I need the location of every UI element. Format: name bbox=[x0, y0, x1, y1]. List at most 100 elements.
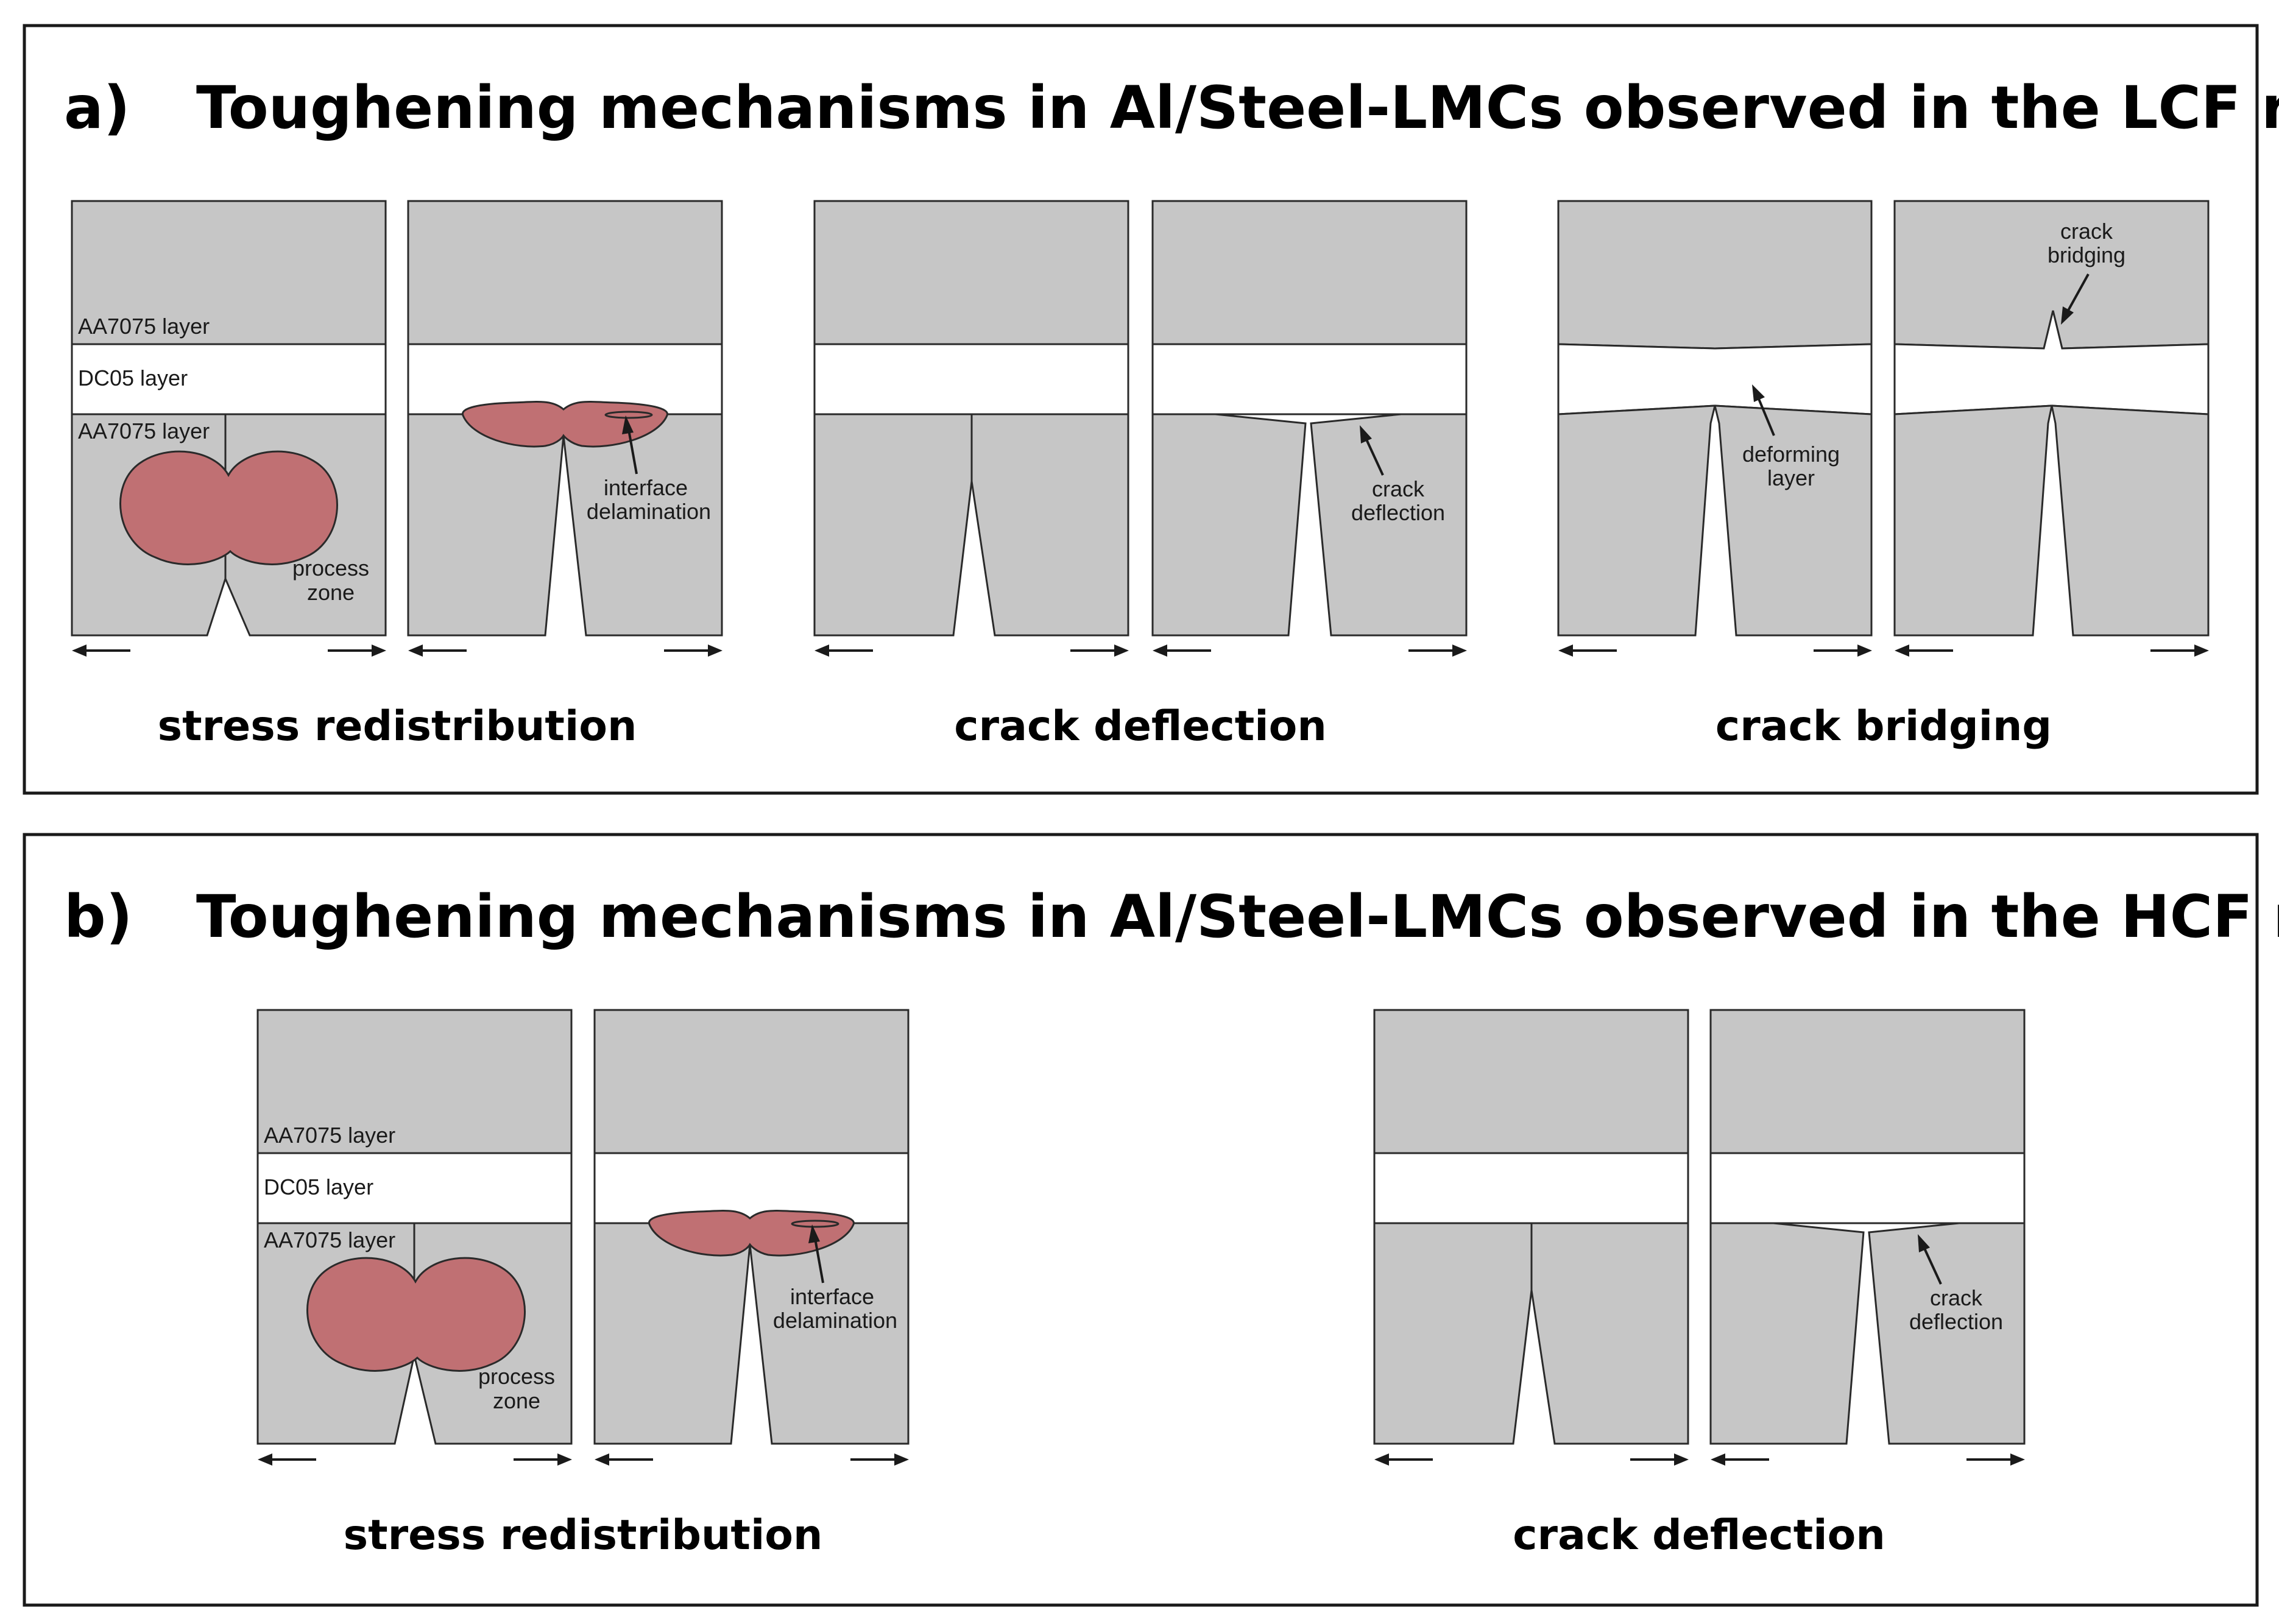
bottom-al-right bbox=[562, 413, 723, 637]
panel-a-title: Toughening mechanisms in Al/Steel-LMCs o… bbox=[196, 74, 2279, 142]
load-arrow-left bbox=[1374, 1453, 1433, 1466]
steel-layer bbox=[1709, 1152, 2026, 1224]
crack-bridging-label-2: bridging bbox=[2048, 242, 2125, 267]
caption-stress-redistribution: stress redistribution bbox=[344, 1511, 823, 1559]
process-zone-label-2: zone bbox=[307, 580, 355, 605]
caption-stress-redistribution: stress redistribution bbox=[158, 702, 637, 750]
load-arrow-right bbox=[1814, 644, 1872, 657]
diagram-b3-crack-tip bbox=[1373, 1009, 1689, 1466]
deforming-layer-label-2: layer bbox=[1767, 465, 1815, 490]
interface-delamination-label-2: delamination bbox=[587, 499, 711, 524]
diagram-a5-deforming-layer: deforming layer bbox=[1557, 200, 1873, 657]
top-al-layer bbox=[1557, 200, 1873, 350]
label-middle-layer: DC05 layer bbox=[264, 1174, 373, 1199]
interface-delamination-label-2: delamination bbox=[773, 1308, 897, 1333]
interface-delamination-label-1: interface bbox=[790, 1284, 874, 1309]
load-arrow-left bbox=[1153, 644, 1211, 657]
delamination-pointer bbox=[808, 1224, 824, 1283]
load-arrow-right bbox=[514, 1453, 572, 1466]
process-zone-label-2: zone bbox=[493, 1388, 540, 1413]
bottom-al-right bbox=[2051, 404, 2210, 637]
process-zone bbox=[119, 450, 338, 565]
panel-a-letter: a) bbox=[64, 74, 130, 142]
bottom-al-right bbox=[1530, 1222, 1689, 1445]
bottom-al-right bbox=[1310, 413, 1468, 637]
steel-layer bbox=[256, 1152, 573, 1224]
crack-deflection-label-2: deflection bbox=[1909, 1309, 2003, 1334]
load-arrow-left bbox=[408, 644, 467, 657]
diagram-a3-crack-tip bbox=[813, 200, 1129, 657]
load-arrow-left bbox=[1895, 644, 1953, 657]
steel-layer bbox=[1373, 1152, 1689, 1224]
steel-layer bbox=[1151, 343, 1468, 415]
load-arrow-right bbox=[2150, 644, 2209, 657]
process-zone-label-1: process bbox=[292, 556, 369, 581]
panel-b-letter: b) bbox=[64, 883, 133, 951]
diagram-b2-interface-delamination: interface delamination bbox=[593, 1009, 910, 1466]
load-arrow-right bbox=[1966, 1453, 2025, 1466]
top-al-layer bbox=[407, 200, 723, 345]
bottom-al-right bbox=[1714, 404, 1873, 637]
load-arrow-right bbox=[328, 644, 386, 657]
panel-a: a) Toughening mechanisms in Al/Steel-LMC… bbox=[23, 24, 2279, 795]
process-zone-label-1: process bbox=[478, 1364, 555, 1389]
bottom-al-left bbox=[1151, 413, 1307, 637]
deflection-pointer bbox=[1360, 425, 1384, 476]
load-arrow-right bbox=[1408, 644, 1467, 657]
delamination-gap bbox=[791, 1220, 839, 1228]
top-al-layer bbox=[1151, 200, 1468, 345]
crack-deflection-label-1: crack bbox=[1930, 1285, 1983, 1310]
diagram-a6-crack-bridging: crack bridging bbox=[1893, 200, 2210, 657]
top-al-layer bbox=[813, 200, 1129, 345]
label-middle-layer: DC05 layer bbox=[78, 365, 188, 390]
load-arrow-left bbox=[595, 1453, 653, 1466]
label-bottom-layer: AA7075 layer bbox=[264, 1227, 395, 1252]
caption-crack-bridging: crack bridging bbox=[1715, 702, 2052, 750]
panel-b-title: Toughening mechanisms in Al/Steel-LMCs o… bbox=[196, 883, 2279, 951]
diagram-a1-process-zone: AA7075 layer DC05 layer AA7075 layer pro… bbox=[71, 200, 387, 657]
top-al-layer bbox=[71, 200, 387, 345]
crack-deflection-label-2: deflection bbox=[1351, 500, 1445, 525]
steel-layer bbox=[1557, 343, 1873, 415]
top-al-layer bbox=[593, 1009, 910, 1154]
crack-bridging-label-1: crack bbox=[2060, 219, 2113, 244]
delamination-gap bbox=[604, 411, 653, 419]
label-bottom-layer: AA7075 layer bbox=[78, 418, 210, 443]
load-arrow-right bbox=[850, 1453, 909, 1466]
top-al-layer bbox=[1709, 1009, 2026, 1154]
bottom-al-left bbox=[407, 413, 565, 637]
load-arrow-left bbox=[72, 644, 130, 657]
label-top-layer: AA7075 layer bbox=[264, 1123, 395, 1148]
load-arrow-right bbox=[1630, 1453, 1689, 1466]
bottom-al-left bbox=[1893, 404, 2053, 637]
diagram-a2-interface-delamination: interface delamination bbox=[407, 200, 723, 657]
steel-layer bbox=[593, 1152, 910, 1224]
diagram-b1-process-zone: AA7075 layer DC05 layer AA7075 layer pro… bbox=[256, 1009, 573, 1466]
bottom-al-left bbox=[593, 1222, 751, 1445]
top-al-layer bbox=[1373, 1009, 1689, 1154]
process-zone bbox=[306, 1257, 526, 1372]
bottom-al-left bbox=[1373, 1222, 1533, 1445]
panel-a-frame bbox=[23, 24, 2259, 795]
load-arrow-right bbox=[664, 644, 723, 657]
bottom-al-left bbox=[1557, 404, 1716, 637]
label-top-layer: AA7075 layer bbox=[78, 314, 210, 339]
load-arrow-left bbox=[814, 644, 873, 657]
bridging-pointer bbox=[2061, 274, 2090, 325]
bottom-al-right bbox=[970, 413, 1129, 637]
delamination-pointer bbox=[622, 415, 638, 475]
steel-layer bbox=[813, 343, 1129, 415]
bottom-al-right bbox=[1868, 1222, 2026, 1445]
load-arrow-right bbox=[1070, 644, 1129, 657]
diagram-a4-crack-deflection: crack deflection bbox=[1151, 200, 1468, 657]
panel-b: b) Toughening mechanisms in Al/Steel-LMC… bbox=[23, 833, 2279, 1607]
caption-crack-deflection: crack deflection bbox=[1513, 1511, 1885, 1559]
deflection-pointer bbox=[1918, 1234, 1942, 1285]
deforming-layer-label-1: deforming bbox=[1742, 442, 1840, 467]
deforming-layer-pointer bbox=[1752, 384, 1775, 436]
load-arrow-left bbox=[1558, 644, 1617, 657]
diagram-b4-crack-deflection: crack deflection bbox=[1709, 1009, 2026, 1466]
caption-crack-deflection: crack deflection bbox=[954, 702, 1327, 750]
interface-delamination-label-1: interface bbox=[604, 475, 688, 500]
